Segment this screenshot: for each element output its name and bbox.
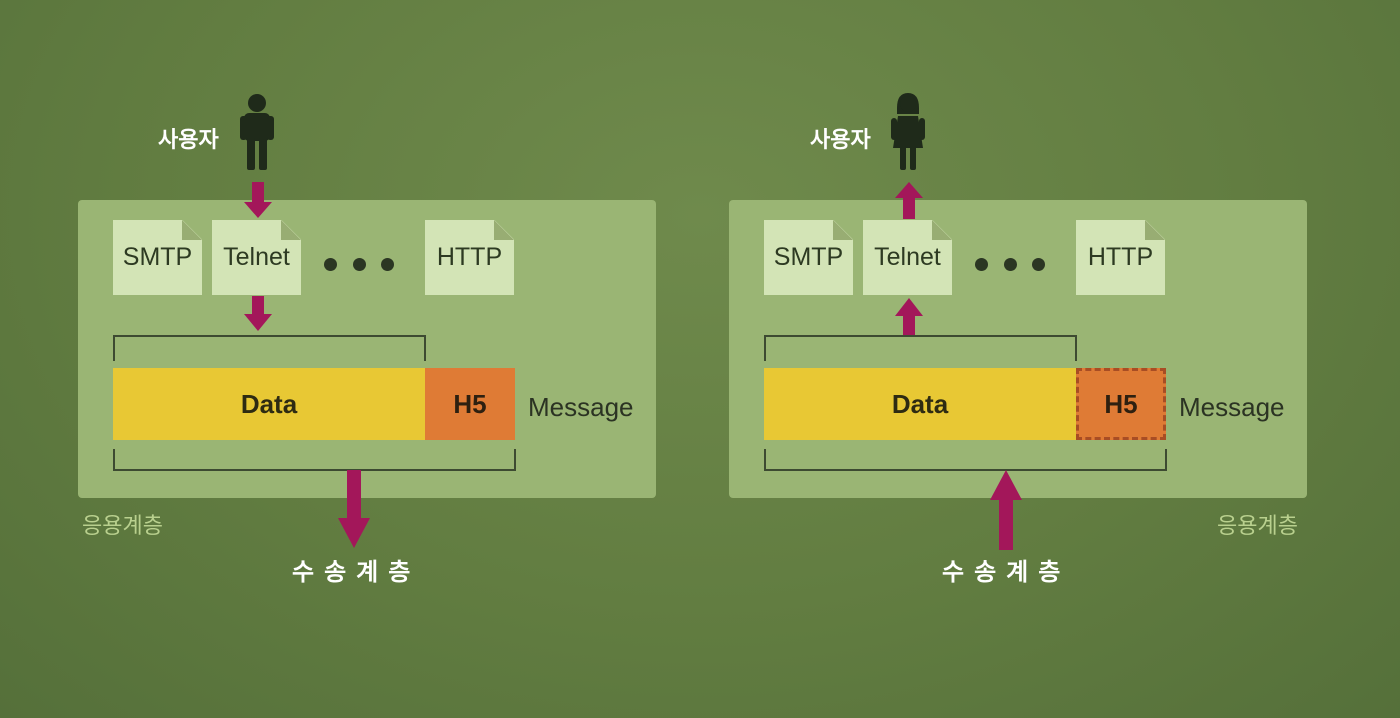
left-h5-header: H5 — [425, 368, 515, 440]
left-message-bracket — [113, 449, 516, 471]
right-arrow-telnet-to-user — [895, 182, 923, 219]
left-protocol-smtp-label: SMTP — [122, 243, 193, 271]
right-arrow-transport-to-message — [990, 470, 1022, 550]
left-layer-label: 응용계층 — [82, 514, 163, 539]
left-protocol-smtp: SMTP — [113, 220, 202, 295]
right-protocol-telnet-label: Telnet — [874, 243, 941, 271]
left-arrow-telnet-to-data — [244, 296, 272, 331]
right-protocol-smtp: SMTP — [764, 220, 853, 295]
right-h5-label: H5 — [1104, 388, 1138, 419]
right-arrow-data-to-telnet — [895, 298, 923, 335]
left-data-bracket — [113, 335, 426, 361]
left-protocol-http-label: HTTP — [436, 243, 503, 271]
right-user-label: 사용자 — [810, 128, 871, 153]
left-data-segment: Data — [113, 368, 425, 440]
left-arrow-user-to-telnet — [244, 182, 272, 218]
left-protocol-telnet-label: Telnet — [223, 243, 290, 271]
right-layer-label: 응용계층 — [1217, 514, 1298, 539]
woman-icon — [891, 93, 925, 170]
right-data-bracket — [764, 335, 1077, 361]
right-data-segment: Data — [764, 368, 1076, 440]
right-data-label: Data — [891, 388, 949, 419]
left-arrow-message-to-transport — [338, 470, 370, 548]
left-h5-label: H5 — [453, 388, 487, 419]
left-message-label: Message — [528, 392, 634, 422]
right-transport-label: 수송계층 — [942, 558, 1071, 586]
left-transport-label: 수송계층 — [292, 558, 421, 586]
left-user-label: 사용자 — [158, 128, 219, 153]
left-data-label: Data — [240, 388, 298, 419]
man-icon — [240, 94, 274, 170]
right-message-label: Message — [1179, 392, 1285, 422]
right-protocol-http-label: HTTP — [1087, 243, 1154, 271]
right-message-bracket — [764, 449, 1167, 471]
right-protocol-http: HTTP — [1076, 220, 1165, 295]
right-ellipsis — [975, 254, 1045, 274]
left-ellipsis — [324, 254, 394, 274]
right-protocol-smtp-label: SMTP — [773, 243, 844, 271]
right-h5-header-dashed: H5 — [1076, 368, 1166, 440]
